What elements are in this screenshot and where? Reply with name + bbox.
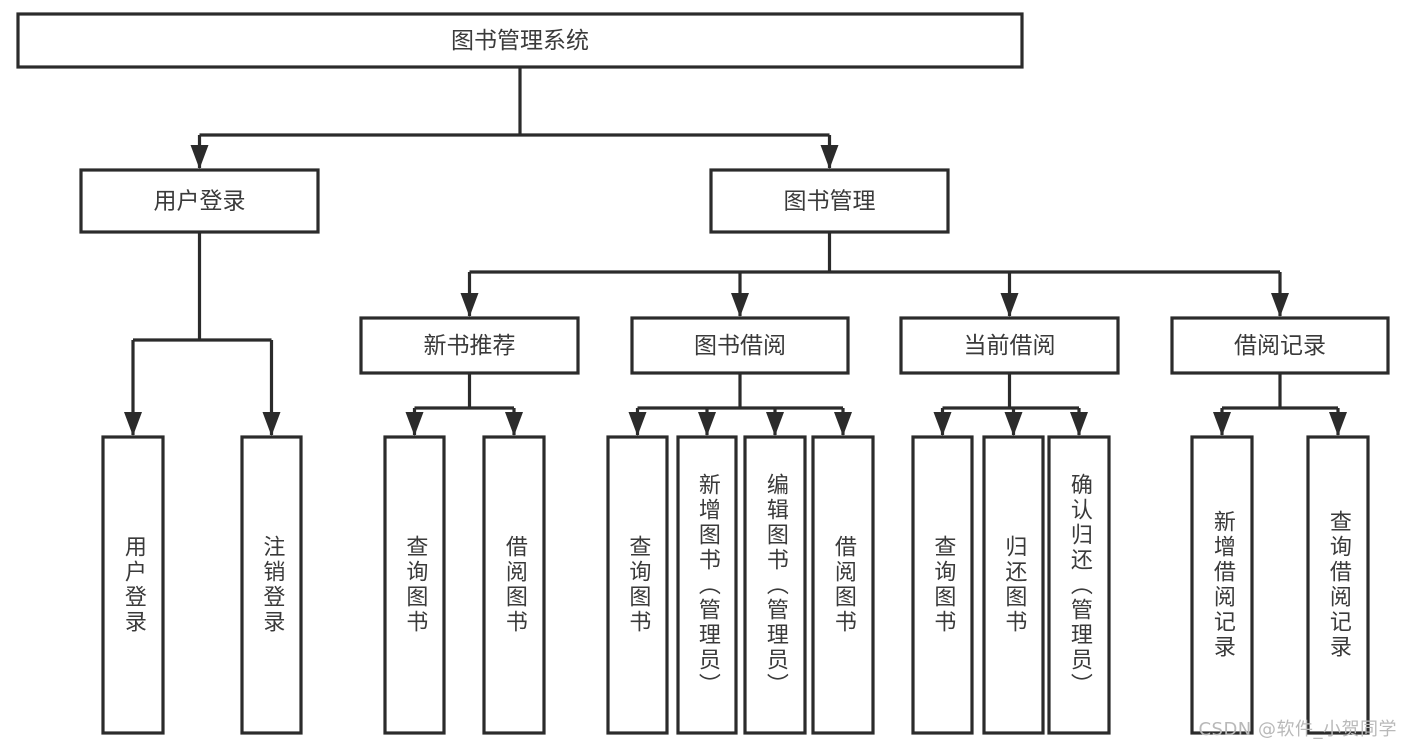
node-leaf-borrow-book-2-box[interactable] [811,435,875,735]
node-user-login-box[interactable] [79,168,320,234]
edges-layer [124,67,1347,436]
node-current-borrow-box[interactable] [899,316,1120,375]
node-root-label: 图书管理系统 [451,28,589,54]
node-new-book-recommend-label: 新书推荐 [424,333,516,359]
node-leaf-add-book-admin-box[interactable] [676,435,738,735]
node-root-box[interactable] [16,12,1024,69]
edge-borrow-record-arrow-1 [1329,412,1347,436]
edge-current-borrow-arrow-2 [1070,412,1088,436]
boxes-layer [16,12,1390,735]
node-leaf-user-login-box[interactable] [101,435,165,735]
node-leaf-logout-login-box[interactable] [240,435,303,735]
edge-book-manage-arrow-1 [731,293,749,317]
node-book-manage-box[interactable] [709,168,950,234]
edge-book-manage-arrow-0 [460,293,479,317]
edge-current-borrow-arrow-0 [933,412,952,436]
node-leaf-borrow-book-1-box[interactable] [482,435,546,735]
node-leaf-query-borrow-record-box[interactable] [1306,435,1370,735]
node-borrow-record-label: 借阅记录 [1234,333,1326,359]
edge-user-login-arrow-1 [262,412,281,436]
edge-book-borrow-arrow-2 [766,412,784,436]
edge-root-arrow-0 [190,145,209,169]
edge-book-borrow-arrow-3 [834,412,852,436]
edge-root-arrow-1 [820,145,839,169]
node-book-borrow-label: 图书借阅 [694,333,786,359]
edge-current-borrow-arrow-1 [1004,412,1023,436]
watermark: CSDN @软件_小贺同学 [1198,719,1397,740]
node-leaf-query-book-3-box[interactable] [911,435,974,735]
node-leaf-query-book-2-box[interactable] [606,435,669,735]
node-book-manage-label: 图书管理 [784,189,876,215]
edge-new-book-arrow-0 [405,412,424,436]
node-borrow-record-box[interactable] [1170,316,1390,375]
edge-user-login-arrow-0 [124,412,142,436]
edge-book-manage-arrow-3 [1271,293,1289,317]
edge-book-manage-arrow-2 [1000,293,1019,317]
node-leaf-return-book-box[interactable] [982,435,1045,735]
node-current-borrow-label: 当前借阅 [964,333,1056,359]
node-user-login-label: 用户登录 [154,189,246,215]
node-leaf-confirm-return-admin-box[interactable] [1047,435,1111,735]
edge-book-borrow-arrow-1 [698,412,716,436]
edge-borrow-record-arrow-0 [1213,412,1231,436]
edge-new-book-arrow-1 [505,412,523,436]
edge-book-borrow-arrow-0 [628,412,647,436]
node-leaf-query-book-1-box[interactable] [383,435,446,735]
node-book-borrow-box[interactable] [630,316,850,375]
node-leaf-edit-book-admin-box[interactable] [743,435,807,735]
node-leaf-add-borrow-record-box[interactable] [1190,435,1254,735]
node-new-book-recommend-box[interactable] [359,316,580,375]
